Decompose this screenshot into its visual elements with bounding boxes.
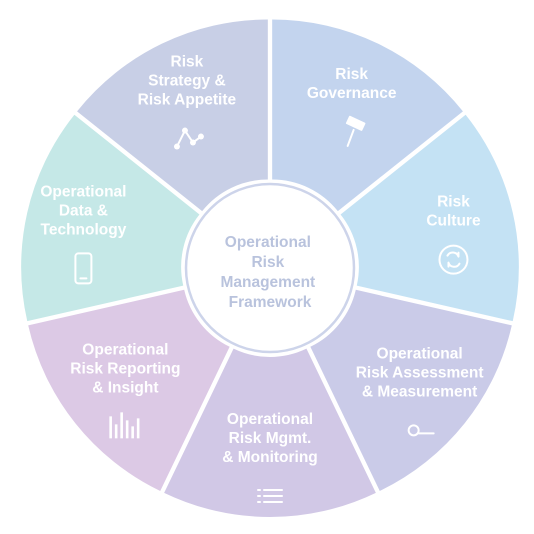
segment-shape-culture	[340, 114, 519, 322]
segment-label-line: & Measurement	[362, 383, 477, 400]
segment-label-line: Operational	[227, 411, 313, 428]
segment-label-line: Operational	[377, 345, 463, 362]
center-line-3: Management	[220, 274, 315, 291]
segment-label-line: Risk Assessment	[356, 364, 484, 381]
segment-label-line: Risk Reporting	[70, 360, 180, 377]
segment-shape-strategy	[77, 19, 268, 212]
segment-label-line: Governance	[307, 85, 397, 102]
segment-label-line: & Insight	[92, 379, 158, 396]
center-title: Operational Risk Management Framework	[220, 234, 319, 311]
segment-label-line: Operational	[82, 341, 168, 358]
gavel-icon	[345, 115, 366, 147]
segment-label-line: Culture	[426, 213, 481, 230]
mobile-icon	[74, 252, 93, 285]
segment-shape-governance	[272, 19, 463, 212]
network-icon	[173, 127, 204, 150]
segment-label-line: Technology	[41, 221, 127, 238]
segment-shape-assessment	[310, 289, 512, 491]
bar-chart-icon	[109, 412, 140, 439]
segment-label-line: Data &	[59, 202, 108, 219]
sync-icon	[438, 244, 469, 275]
segment-label-line: Risk Mgmt.	[229, 430, 312, 447]
center-circle	[184, 182, 356, 354]
center-line-4: Framework	[229, 294, 312, 311]
segment-label-line: Risk	[335, 66, 368, 83]
segment-label-line: Risk	[437, 194, 470, 211]
segment-label-line: Risk Appetite	[138, 92, 237, 109]
measure-icon	[407, 424, 435, 437]
list-icon	[257, 489, 283, 503]
segment-label-line: & Monitoring	[222, 449, 318, 466]
segment-shape-monitoring	[164, 348, 376, 517]
center-line-2: Risk	[251, 254, 284, 271]
segment-label-line: Strategy &	[148, 73, 226, 90]
segment-shape-data	[21, 114, 200, 322]
segment-shape-reporting	[28, 289, 230, 491]
segment-label-line: Risk	[171, 54, 204, 71]
center-line-1: Operational	[225, 234, 311, 251]
segment-label-line: Operational	[40, 183, 126, 200]
